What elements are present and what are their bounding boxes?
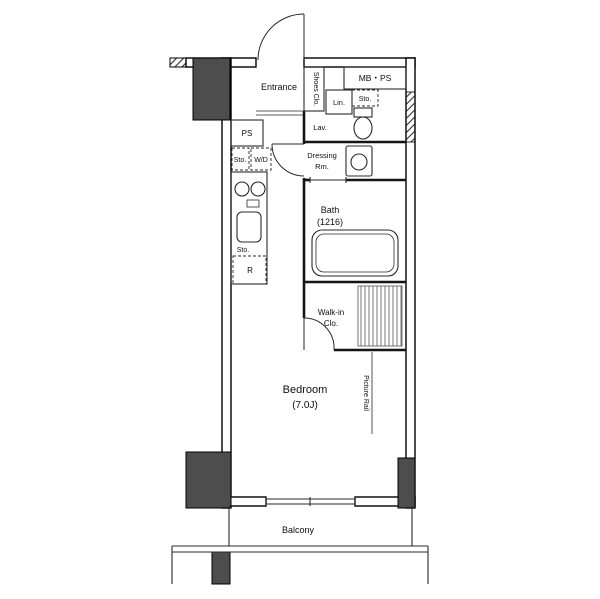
kitchen-sink bbox=[236, 211, 262, 243]
fixtures bbox=[171, 66, 429, 584]
stove-burner-left bbox=[234, 181, 250, 197]
structural-pillars bbox=[185, 57, 416, 585]
shoes-closet-box bbox=[303, 66, 325, 112]
wall-stub-hatched bbox=[169, 57, 188, 68]
toilet-bowl bbox=[353, 116, 373, 140]
lavatory-label: Lav. bbox=[313, 123, 327, 132]
bathtub-inner bbox=[315, 233, 395, 273]
bathtub bbox=[311, 229, 399, 277]
balcony-railing bbox=[172, 545, 428, 553]
bath-door-jambs bbox=[309, 177, 347, 183]
entrance-step bbox=[256, 110, 304, 116]
balcony-label: Balcony bbox=[282, 525, 315, 535]
bath-label-1: Bath bbox=[321, 205, 340, 215]
pipe-space-label: PS bbox=[242, 129, 253, 138]
storage-label-wd: Sto. bbox=[234, 157, 247, 164]
washer-dryer-box bbox=[250, 147, 272, 171]
bedroom-label-2: (7.0J) bbox=[292, 400, 318, 411]
refrigerator-label: R bbox=[247, 266, 253, 275]
mb-ps-box bbox=[343, 66, 407, 90]
walk-in-closet-label-2: Clo. bbox=[324, 319, 338, 328]
dressing-room-label-2: Rm. bbox=[315, 162, 329, 171]
bedroom-label-1: Bedroom bbox=[283, 384, 328, 396]
washbasin bbox=[345, 145, 373, 177]
linen-label: Lin. bbox=[333, 98, 345, 107]
mb-ps-label: MB・PS bbox=[359, 73, 392, 83]
entrance-door-arc bbox=[257, 13, 305, 61]
doors bbox=[257, 13, 347, 351]
left-wall bbox=[221, 57, 232, 509]
lav-storage-label: Sto. bbox=[359, 96, 372, 103]
labels: Entrance Shoes Clo. MB・PS Lin. Sto. Lav.… bbox=[234, 72, 392, 535]
walk-in-closet-label-1: Walk-in bbox=[318, 308, 344, 317]
interior-walls bbox=[302, 111, 406, 352]
pillar-bottom-left bbox=[185, 451, 232, 509]
wic-door-arc bbox=[303, 317, 335, 351]
stove-grill bbox=[246, 199, 260, 208]
pillar-balcony bbox=[211, 551, 231, 585]
pillar-top-left bbox=[192, 57, 231, 121]
dressing-room-label-1: Dressing bbox=[307, 151, 337, 160]
pipe-space-box bbox=[230, 119, 264, 147]
hall-door-arc bbox=[271, 143, 305, 177]
bath-label-2: (1216) bbox=[317, 217, 343, 227]
stove-burner-right bbox=[250, 181, 266, 197]
toilet-tank bbox=[353, 107, 373, 118]
shoes-closet-label: Shoes Clo. bbox=[312, 72, 319, 106]
wic-shelving bbox=[357, 285, 403, 347]
right-wall-hatch bbox=[405, 91, 416, 143]
balcony-side-walls bbox=[228, 506, 413, 546]
washbasin-bowl bbox=[350, 153, 368, 171]
storage-box bbox=[231, 147, 250, 171]
top-wall-right bbox=[303, 57, 416, 68]
pillar-bottom-right bbox=[397, 457, 416, 509]
entrance-label: Entrance bbox=[261, 82, 297, 92]
refrigerator-space bbox=[232, 255, 267, 285]
window-mullions bbox=[265, 497, 356, 506]
picture-rail-label: Picture Rail bbox=[362, 375, 369, 411]
lav-storage-shelf bbox=[351, 89, 379, 107]
washer-dryer-label: W/D bbox=[254, 157, 268, 164]
balcony-end-posts bbox=[171, 546, 429, 584]
storage-label-kitchen: Sto. bbox=[237, 247, 250, 254]
